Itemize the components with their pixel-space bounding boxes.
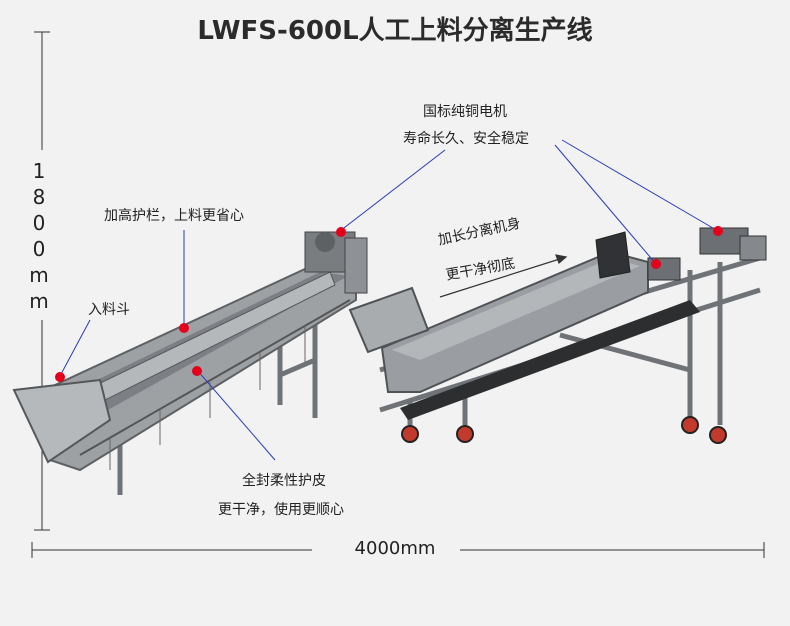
height-char: 0 (32, 237, 46, 261)
inclined-conveyor (12, 231, 368, 495)
width-dimension-text: 4000mm (346, 538, 444, 559)
hopper-label: 入料斗 (88, 302, 130, 318)
height-char: 8 (32, 185, 46, 209)
height-char: 1 (32, 159, 46, 183)
guard-label: 加高护栏，上料更省心 (104, 208, 244, 224)
width-dimension-line (31, 542, 765, 558)
height-char: m (29, 289, 49, 313)
marker-motor-right (713, 226, 723, 236)
motor-label-line1: 国标纯铜电机 (423, 104, 507, 120)
marker-motor-left (336, 227, 346, 237)
marker-cover (192, 366, 202, 376)
page-title: LWFS-600L人工上料分离生产线 (197, 16, 593, 46)
height-dimension-label: 1 8 0 0 m m (28, 158, 50, 314)
width-dimension-label: 4000mm (0, 538, 790, 559)
height-char: 0 (32, 211, 46, 235)
cover-label-line1: 全封柔性护皮 (242, 473, 326, 489)
separator-machine (348, 227, 767, 444)
height-char: m (29, 263, 49, 287)
marker-motor-mid (651, 259, 661, 269)
direction-arrow (439, 254, 568, 298)
marker-hopper (55, 372, 65, 382)
marker-dots (55, 226, 723, 382)
marker-guard (179, 323, 189, 333)
motor-label-line2: 寿命长久、安全稳定 (403, 131, 529, 147)
leader-lines (59, 139, 719, 461)
cover-label-line2: 更干净，使用更顺心 (218, 502, 344, 518)
